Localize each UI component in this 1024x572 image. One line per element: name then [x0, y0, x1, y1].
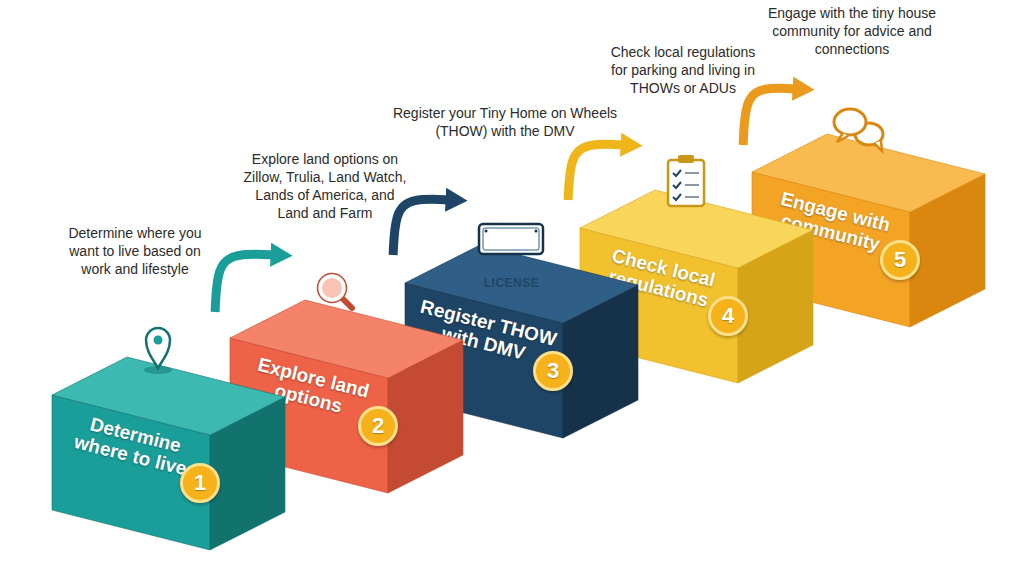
clipboard-board	[668, 160, 704, 206]
step-connector-group	[743, 88, 799, 145]
step-number: 3	[533, 351, 573, 391]
bubble-tail	[874, 141, 882, 151]
plate-bolt	[535, 230, 538, 233]
pin-shadow	[144, 366, 172, 374]
magnifier-lens	[320, 276, 344, 300]
bubble-front	[834, 109, 866, 135]
chat-bubbles-icon	[834, 109, 883, 151]
pin-dot	[154, 336, 163, 345]
step-number: 2	[358, 406, 398, 446]
step-connector-group	[215, 254, 277, 312]
license-plate-icon	[479, 224, 543, 254]
plate-outer	[479, 224, 543, 254]
plate-text: LICENSE	[484, 276, 540, 290]
step-arrow	[568, 144, 627, 200]
step-caption: Explore land options on Zillow, Trulia, …	[241, 150, 409, 222]
step-caption: Determine where you want to live based o…	[60, 224, 210, 278]
step-cube: Determine where you want to live based o…	[52, 312, 285, 550]
check-marks	[673, 170, 681, 200]
step-number: 5	[880, 240, 920, 280]
cube-shape	[52, 312, 285, 550]
step-caption: Register your Tiny Home on Wheels (THOW)…	[385, 104, 625, 140]
magnifier-rim	[318, 274, 347, 303]
step-arrow	[743, 88, 799, 145]
bubble-back	[855, 123, 883, 145]
magnifier-icon	[318, 274, 353, 309]
step-caption: Engage with the tiny house community for…	[767, 4, 937, 58]
step-connector-group	[568, 144, 627, 200]
step-connector-group	[393, 199, 452, 255]
map-pin-icon	[144, 328, 172, 374]
pin-body	[146, 328, 170, 368]
plate-bolt	[485, 230, 488, 233]
bubble-tail	[837, 133, 848, 142]
step-arrow	[393, 199, 452, 255]
cube-top	[52, 357, 285, 435]
plate-inner	[483, 228, 539, 250]
clipboard-clip	[678, 155, 694, 163]
checklist-icon	[668, 155, 704, 206]
magnifier-handle	[341, 297, 352, 308]
step-number: 1	[180, 463, 220, 503]
step-number: 4	[708, 296, 748, 336]
step-arrow	[215, 254, 277, 312]
step-caption: Check local regulations for parking and …	[608, 43, 758, 97]
check-lines	[685, 173, 699, 197]
